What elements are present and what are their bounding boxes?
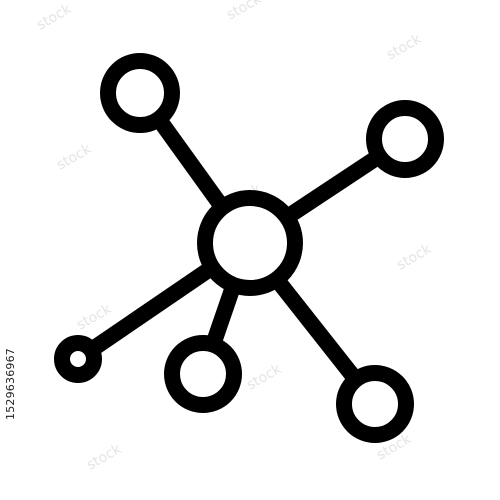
watermark-mark: stock (224, 0, 265, 23)
watermark-mark: stock (34, 1, 75, 34)
watermark-mark: stock (84, 441, 125, 474)
right-node (366, 100, 444, 178)
network-graph (54, 53, 444, 443)
top-left-node (100, 53, 180, 133)
bottom-right-node (336, 365, 414, 443)
watermark-mark: stock (384, 31, 425, 64)
stock-image-id: 1529636967 (4, 348, 17, 420)
bottom-left-node (164, 335, 242, 413)
watermark-mark: stock (54, 141, 95, 174)
watermark-mark: stock (244, 361, 285, 394)
small-left-node (54, 335, 102, 383)
watermark-mark: stock (394, 241, 435, 274)
central-hub-node (197, 190, 303, 296)
